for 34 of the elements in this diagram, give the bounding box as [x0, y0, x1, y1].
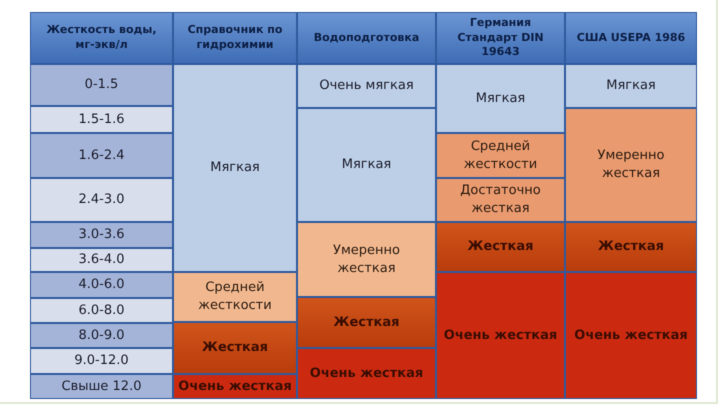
table-cell: 0-1.5: [30, 64, 173, 106]
table-cell: Очень жесткая: [565, 272, 697, 399]
table-cell: 2.4-3.0: [30, 178, 173, 222]
table-cell: Очень жесткая: [297, 348, 436, 399]
header-cell: Германия Стандарт DIN 19643: [436, 12, 565, 64]
table-cell: 3.6-4.0: [30, 248, 173, 272]
table-cell: Очень жесткая: [173, 374, 297, 399]
header-cell: Водоподготовка: [297, 12, 436, 64]
table-cell: Очень жесткая: [436, 272, 565, 399]
table-cell: 1.6-2.4: [30, 133, 173, 178]
table-cell: 4.0-6.0: [30, 272, 173, 298]
table-cell: Мягкая: [297, 108, 436, 222]
table-cell: 9.0-12.0: [30, 348, 173, 374]
header-cell: США USEPA 1986: [565, 12, 697, 64]
table-cell: 6.0-8.0: [30, 298, 173, 323]
table-cell: Очень мягкая: [297, 64, 436, 108]
table-cell: Жесткая: [565, 222, 697, 272]
table-cell: Мягкая: [173, 64, 297, 272]
table-cell: Свыше 12.0: [30, 374, 173, 399]
header-cell: Справочник по гидрохимии: [173, 12, 297, 64]
table-cell: Умеренно жесткая: [565, 108, 697, 222]
table-cell: Жесткая: [436, 222, 565, 272]
table-cell: Жесткая: [173, 322, 297, 374]
table-cell: 1.5-1.6: [30, 106, 173, 133]
table-cell: 8.0-9.0: [30, 323, 173, 348]
table-cell: Жесткая: [297, 297, 436, 348]
table-cell: Средней жесткости: [173, 272, 297, 322]
table-cell: Достаточно жесткая: [436, 178, 565, 222]
table-cell: 3.0-3.6: [30, 222, 173, 248]
table-cell: Средней жесткости: [436, 133, 565, 178]
header-cell: Жесткость воды, мг-экв/л: [30, 12, 173, 64]
table-cell: Мягкая: [565, 64, 697, 108]
table-cell: Умеренно жесткая: [297, 222, 436, 297]
table-cell: Мягкая: [436, 64, 565, 133]
